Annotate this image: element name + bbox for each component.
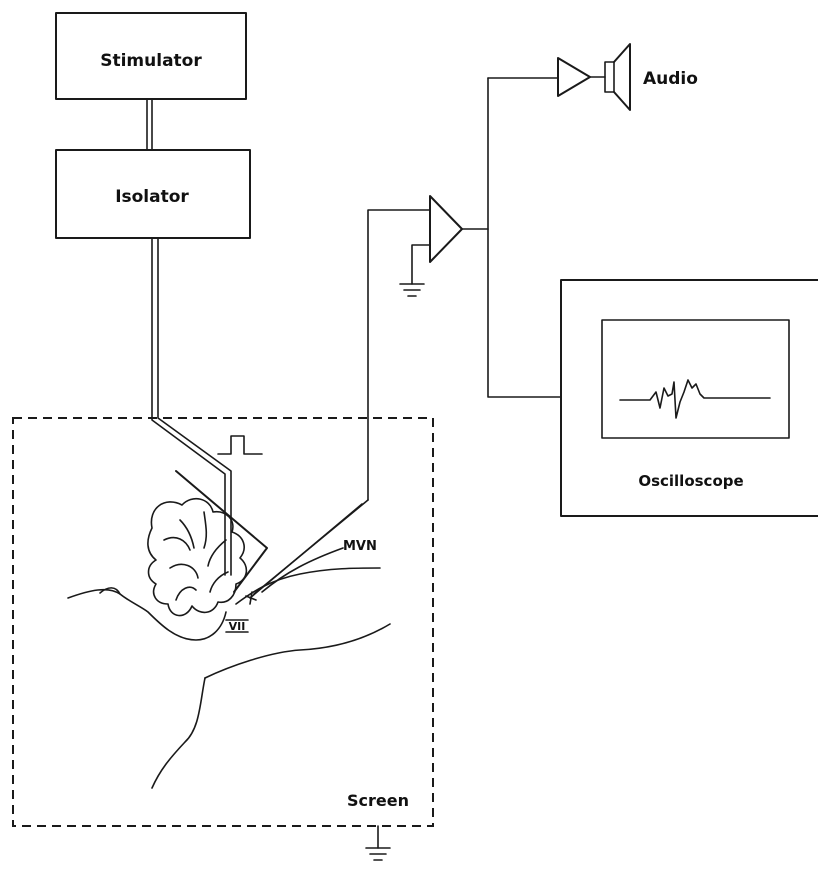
brainstem-outline [67, 567, 391, 789]
screen-label: Screen [347, 791, 409, 810]
screen-enclosure [12, 417, 434, 827]
oscilloscope: Oscilloscope [560, 279, 818, 517]
stimulating-electrode [175, 470, 268, 593]
screen-ground [365, 825, 391, 861]
electrode-icon [245, 591, 257, 605]
speaker-icon [604, 43, 631, 111]
oscilloscope-screen [601, 319, 790, 439]
audio-label: Audio [643, 69, 698, 89]
stimulating-electrode-cable [151, 237, 232, 576]
recording-electrode [245, 209, 431, 605]
audio-output: Audio [557, 43, 698, 111]
cerebellum [147, 497, 248, 617]
amplifier [399, 195, 463, 297]
oscilloscope-trace [619, 379, 771, 419]
stimulator-block: Stimulator [55, 12, 247, 100]
mvn-label: MVN [343, 539, 377, 554]
nerve-vii-marker: VII [225, 619, 249, 633]
ground-icon [399, 283, 425, 297]
audio-amplifier-icon [557, 57, 591, 97]
amplifier-icon [429, 195, 463, 263]
isolator-block: Isolator [55, 149, 251, 239]
nerve-label: VII [229, 620, 246, 633]
square-pulse-icon [217, 435, 263, 455]
isolator-label: Isolator [115, 187, 189, 207]
oscilloscope-label: Oscilloscope [638, 472, 743, 490]
mvn-pointer [261, 547, 344, 593]
stimulator-isolator-cable [146, 98, 153, 151]
stimulator-label: Stimulator [100, 51, 202, 71]
output-wiring [461, 77, 562, 398]
